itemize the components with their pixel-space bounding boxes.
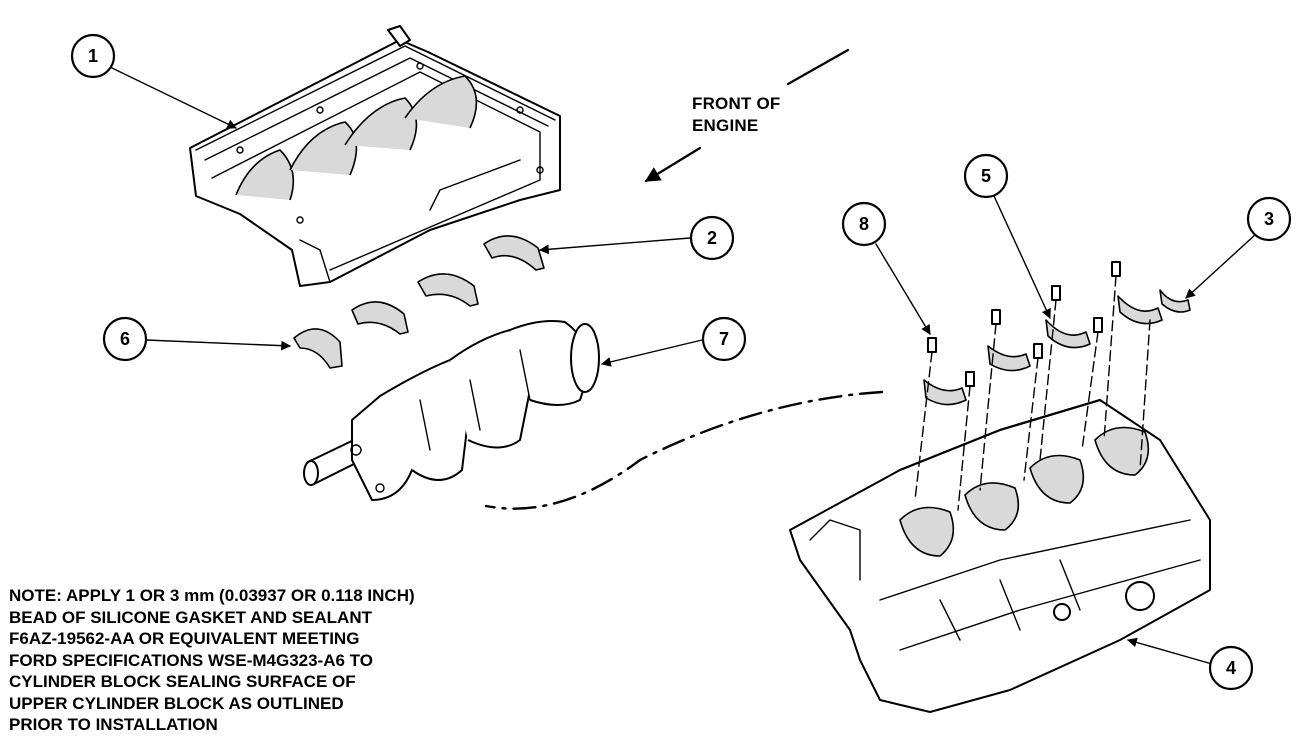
callout-3: 3	[1246, 196, 1292, 242]
note-line: CYLINDER BLOCK SEALING SURFACE OF	[9, 672, 356, 691]
cylinder-block	[789, 398, 1211, 713]
front-direction-arrow	[644, 48, 850, 183]
callout-4: 4	[1208, 645, 1254, 691]
lower-main-bearings	[914, 261, 1191, 511]
note-line: F6AZ-19562-AA OR EQUIVALENT MEETING	[9, 629, 360, 648]
note-line: FORD SPECIFICATIONS WSE-M4G323-A6 TO	[9, 650, 373, 670]
callout-5: 5	[963, 153, 1009, 199]
note-line: PRIOR TO INSTALLATION	[9, 715, 218, 734]
callout-number: 4	[1226, 658, 1236, 678]
upper-cylinder-block	[189, 25, 561, 287]
note-line: NOTE: APPLY 1 OR 3 mm (0.03937 OR 0.118 …	[9, 586, 415, 605]
installation-note: NOTE: APPLY 1 OR 3 mm (0.03937 OR 0.118 …	[9, 585, 415, 736]
callout-1: 1	[70, 33, 116, 79]
callout-number: 7	[719, 329, 729, 349]
crankshaft	[303, 320, 600, 501]
callout-6: 6	[102, 316, 148, 362]
callout-number: 6	[120, 329, 130, 349]
callout-8: 8	[841, 201, 887, 247]
note-line: BEAD OF SILICONE GASKET AND SEALANT	[9, 607, 372, 627]
callout-leaders	[111, 67, 1257, 665]
front-of-engine-label: FRONT OF ENGINE	[692, 93, 780, 137]
upper-main-bearings	[293, 235, 545, 369]
front-label-line-2: ENGINE	[692, 116, 759, 135]
note-line: UPPER CYLINDER BLOCK AS OUTLINED	[9, 693, 344, 713]
callout-number: 1	[88, 46, 98, 66]
callout-number: 8	[859, 214, 869, 234]
callout-number: 5	[981, 166, 991, 186]
callout-number: 3	[1264, 209, 1274, 229]
callout-2: 2	[689, 215, 735, 261]
callout-7: 7	[701, 316, 747, 362]
alignment-dash-line	[484, 390, 884, 510]
callout-number: 2	[707, 228, 717, 248]
front-label-line-1: FRONT OF	[692, 94, 781, 113]
